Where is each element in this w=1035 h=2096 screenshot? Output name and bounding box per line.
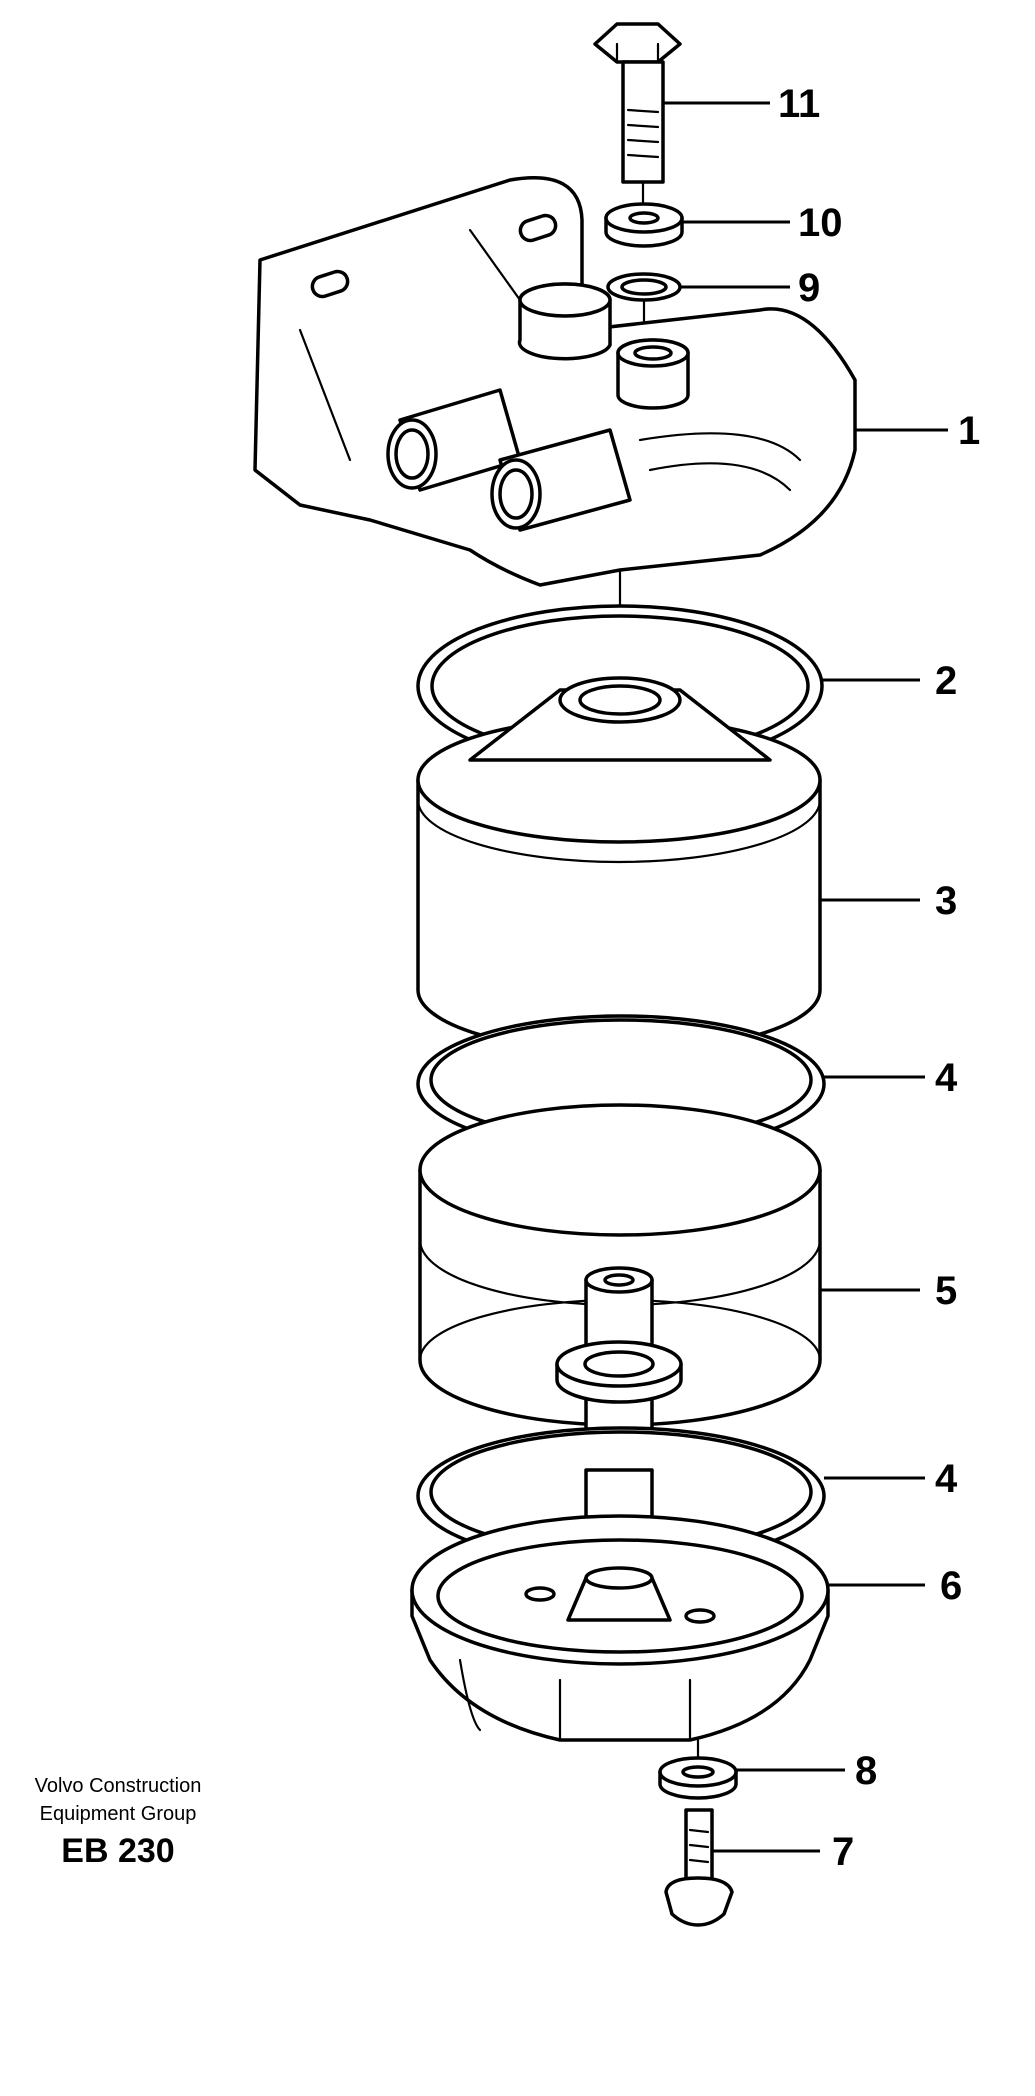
part-1-filter-head <box>253 176 857 587</box>
callout-10: 10 <box>798 201 843 245</box>
company-line-1: Volvo Construction <box>34 1775 202 1797</box>
part-3-filter-element <box>416 676 822 1054</box>
callout-5: 5 <box>935 1269 957 1313</box>
company-line-2: Equipment Group <box>39 1803 197 1825</box>
callout-3: 3 <box>935 879 957 923</box>
part-10-washer <box>604 202 684 248</box>
part-6-bottom-cover <box>410 1514 830 1777</box>
callout-8: 8 <box>855 1749 877 1793</box>
callout-4-lower: 4 <box>935 1457 958 1501</box>
callout-11: 11 <box>778 82 820 126</box>
part-8-washer <box>658 1756 738 1800</box>
part-5-bowl <box>418 1103 822 1502</box>
callout-4-upper: 4 <box>935 1056 958 1100</box>
callout-1: 1 <box>958 409 980 453</box>
callout-2: 2 <box>935 659 957 703</box>
company-caption: Volvo Construction Equipment Group <box>18 1772 218 1828</box>
callout-6: 6 <box>940 1564 962 1608</box>
callout-9: 9 <box>798 266 820 310</box>
part-11-bolt <box>593 22 682 212</box>
leader-lines <box>663 101 948 1853</box>
diagram-code: EB 230 <box>61 1832 175 1870</box>
part-7-drain-screw <box>664 1808 734 1927</box>
callout-7: 7 <box>832 1830 854 1874</box>
